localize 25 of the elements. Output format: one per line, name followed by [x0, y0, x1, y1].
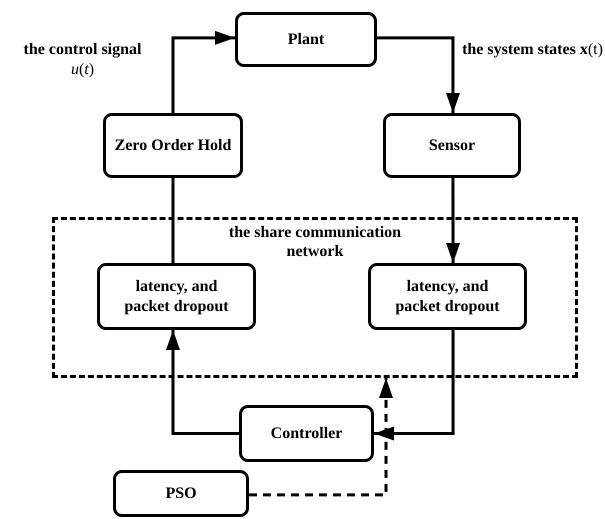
network-region	[52, 217, 578, 378]
node-text: Sensor	[428, 136, 476, 156]
node-text: PSO	[165, 484, 197, 504]
process-box	[235, 12, 377, 67]
node-text: latency, and packet dropout	[123, 277, 230, 316]
arrow	[446, 178, 460, 263]
arrow	[172, 30, 235, 113]
process-box	[383, 113, 521, 178]
node-text: Zero Order Hold	[114, 136, 232, 156]
node-text: latency, and packet dropout	[394, 277, 501, 316]
process-box	[368, 263, 527, 330]
process-box	[103, 113, 243, 178]
signal-label: the control signal u(t)	[22, 40, 142, 80]
signal-label: the system states x(t)	[461, 40, 604, 60]
node-text: the share communication network	[228, 223, 402, 262]
arrow	[374, 330, 455, 440]
dashed-arrow	[249, 378, 393, 496]
process-box	[97, 263, 256, 330]
node-text: Controller	[270, 424, 342, 444]
process-box	[239, 405, 374, 462]
connector-line	[172, 178, 174, 263]
process-box	[113, 470, 249, 517]
arrow	[377, 36, 460, 113]
arrow	[166, 330, 239, 435]
node-text: Plant	[288, 30, 324, 50]
